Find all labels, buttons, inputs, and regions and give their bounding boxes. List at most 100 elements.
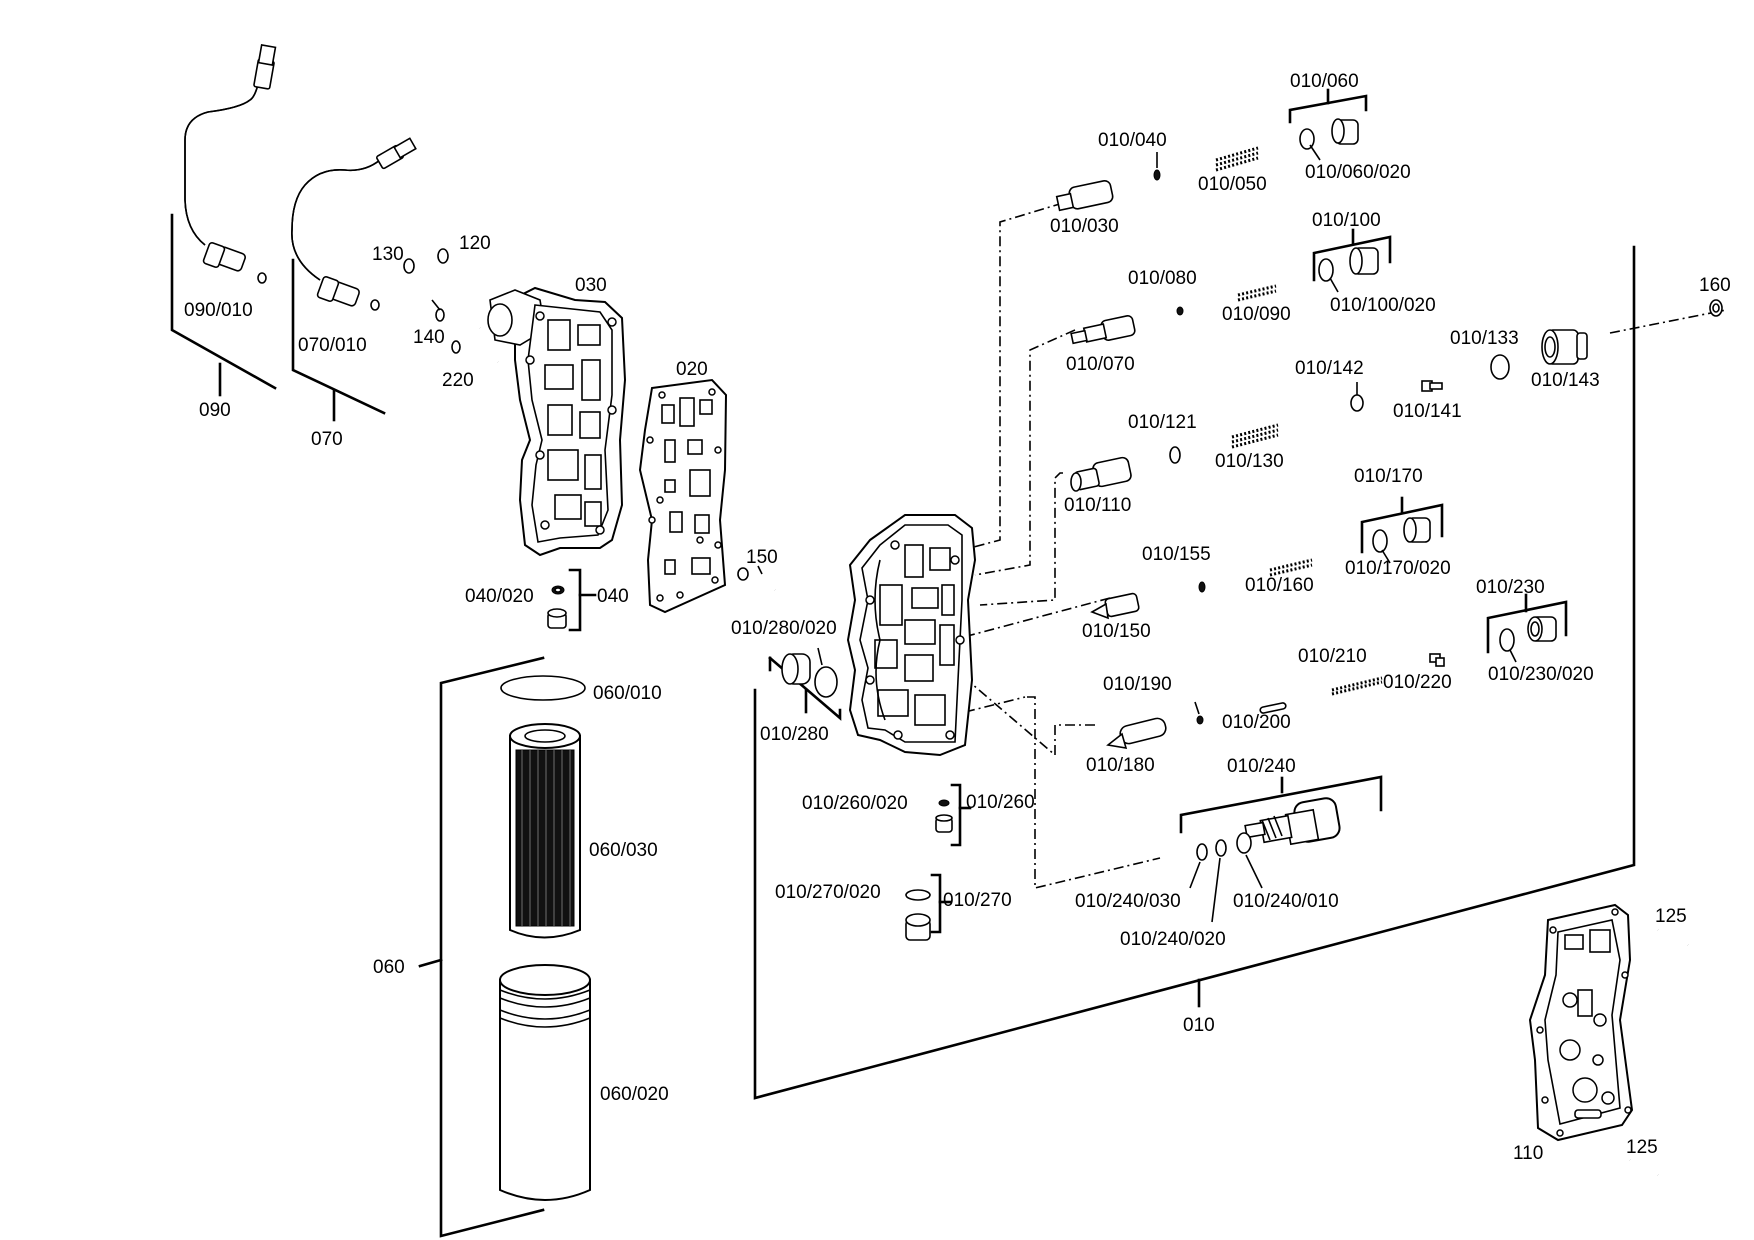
- spring-010-160: [1269, 558, 1313, 577]
- valve-body: [846, 514, 977, 757]
- label-010-141: 010/141: [1393, 401, 1462, 422]
- label-010-240-010: 010/240/010: [1233, 891, 1339, 912]
- part-060-010-oring: [500, 675, 586, 701]
- part-010-270: [905, 873, 952, 941]
- label-220: 220: [442, 370, 474, 391]
- label-010-170-020: 010/170/020: [1345, 558, 1451, 579]
- label-010-210: 010/210: [1298, 646, 1367, 667]
- label-010-030: 010/030: [1050, 216, 1119, 237]
- part-labels: 010/060 010/040 010/050 010/060/020 010/…: [184, 71, 1731, 1164]
- label-010-240: 010/240: [1227, 756, 1296, 777]
- part-010-110: [1070, 456, 1132, 492]
- label-010-100-020: 010/100/020: [1330, 295, 1436, 316]
- label-010-230: 010/230: [1476, 577, 1545, 598]
- label-070: 070: [311, 429, 343, 450]
- part-010-220: [1429, 653, 1445, 667]
- part-010-230: [1486, 593, 1568, 663]
- part-110-cover-plate: [1528, 903, 1634, 1142]
- label-010-080: 010/080: [1128, 268, 1197, 289]
- label-010-143: 010/143: [1531, 370, 1600, 391]
- part-060-020-filter-housing: [499, 964, 591, 1201]
- label-060-010: 060/010: [593, 683, 662, 704]
- label-120: 120: [459, 233, 491, 254]
- part-125-pins: [1629, 928, 1689, 1177]
- part-010-240: [1179, 775, 1383, 923]
- label-010-240-020: 010/240/020: [1120, 929, 1226, 950]
- part-010-180: [1106, 717, 1167, 749]
- label-040: 040: [597, 586, 629, 607]
- bolts-120-130: [403, 248, 519, 310]
- part-010-030: [1055, 179, 1114, 212]
- part-010-155: [1198, 581, 1206, 593]
- part-060-030-filter-element: [509, 723, 581, 939]
- part-010-260: [935, 783, 972, 847]
- part-020-gasket: [638, 378, 728, 614]
- part-040: [547, 568, 597, 632]
- spring-010-050: [1215, 146, 1259, 172]
- label-010-060: 010/060: [1290, 71, 1359, 92]
- label-140: 140: [413, 327, 445, 348]
- label-150: 150: [746, 547, 778, 568]
- part-010-133: [1490, 354, 1510, 380]
- label-010-230-020: 010/230/020: [1488, 664, 1594, 685]
- label-110: 110: [1513, 1143, 1543, 1164]
- part-010-040: [1153, 152, 1161, 181]
- guide-lines: [959, 202, 1727, 890]
- part-010-150: [1090, 592, 1140, 620]
- label-125-top: 125: [1655, 906, 1687, 927]
- label-010-200: 010/200: [1222, 712, 1291, 733]
- part-010-060: [1288, 88, 1368, 161]
- label-060-020: 060/020: [600, 1084, 669, 1105]
- label-010-170: 010/170: [1354, 466, 1423, 487]
- label-010-270-020: 010/270/020: [775, 882, 881, 903]
- part-010-080: [1176, 306, 1184, 316]
- label-010-180: 010/180: [1086, 755, 1155, 776]
- group-010-bracket: [753, 245, 1636, 1100]
- part-010-280: [768, 647, 842, 721]
- label-010-070: 010/070: [1066, 354, 1135, 375]
- label-010-280-020: 010/280/020: [731, 618, 837, 639]
- part-010-190: [1194, 701, 1204, 725]
- label-010-040: 010/040: [1098, 130, 1167, 151]
- label-010-050: 010/050: [1198, 174, 1267, 195]
- label-010-100: 010/100: [1312, 210, 1381, 231]
- label-010-160: 010/160: [1245, 575, 1314, 596]
- label-010-240-030: 010/240/030: [1075, 891, 1181, 912]
- label-010-155: 010/155: [1142, 544, 1211, 565]
- label-010-121: 010/121: [1128, 412, 1197, 433]
- label-010-270: 010/270: [943, 890, 1012, 911]
- label-125-bottom: 125: [1626, 1137, 1658, 1158]
- label-010-260-020: 010/260/020: [802, 793, 908, 814]
- spring-010-090: [1237, 284, 1277, 302]
- label-010-150: 010/150: [1082, 621, 1151, 642]
- label-010-142: 010/142: [1295, 358, 1364, 379]
- spring-010-130: [1231, 423, 1279, 449]
- spring-010-210: [1331, 676, 1383, 696]
- part-010-141: [1421, 380, 1443, 392]
- label-040-020: 040/020: [465, 586, 534, 607]
- label-010-280: 010/280: [760, 724, 829, 745]
- label-010-060-020: 010/060/020: [1305, 162, 1411, 183]
- label-160: 160: [1699, 275, 1731, 296]
- part-060-filter-group: [418, 656, 545, 1238]
- part-160: [1709, 299, 1723, 317]
- label-010: 010: [1183, 1015, 1215, 1036]
- label-060: 060: [373, 957, 405, 978]
- part-010-143: [1541, 329, 1588, 365]
- label-010-130: 010/130: [1215, 451, 1284, 472]
- part-010-070: [1070, 315, 1136, 345]
- label-010-110: 010/110: [1064, 495, 1131, 516]
- label-010-220: 010/220: [1383, 672, 1452, 693]
- part-010-170: [1360, 496, 1444, 564]
- label-010-190: 010/190: [1103, 674, 1172, 695]
- part-010-142: [1350, 382, 1364, 412]
- part-010-100: [1312, 228, 1392, 293]
- label-070-010: 070/010: [298, 335, 367, 356]
- label-010-133: 010/133: [1450, 328, 1519, 349]
- label-060-030: 060/030: [589, 840, 658, 861]
- label-020: 020: [676, 359, 708, 380]
- label-090: 090: [199, 400, 231, 421]
- label-010-260: 010/260: [966, 792, 1035, 813]
- part-010-121: [1169, 446, 1181, 464]
